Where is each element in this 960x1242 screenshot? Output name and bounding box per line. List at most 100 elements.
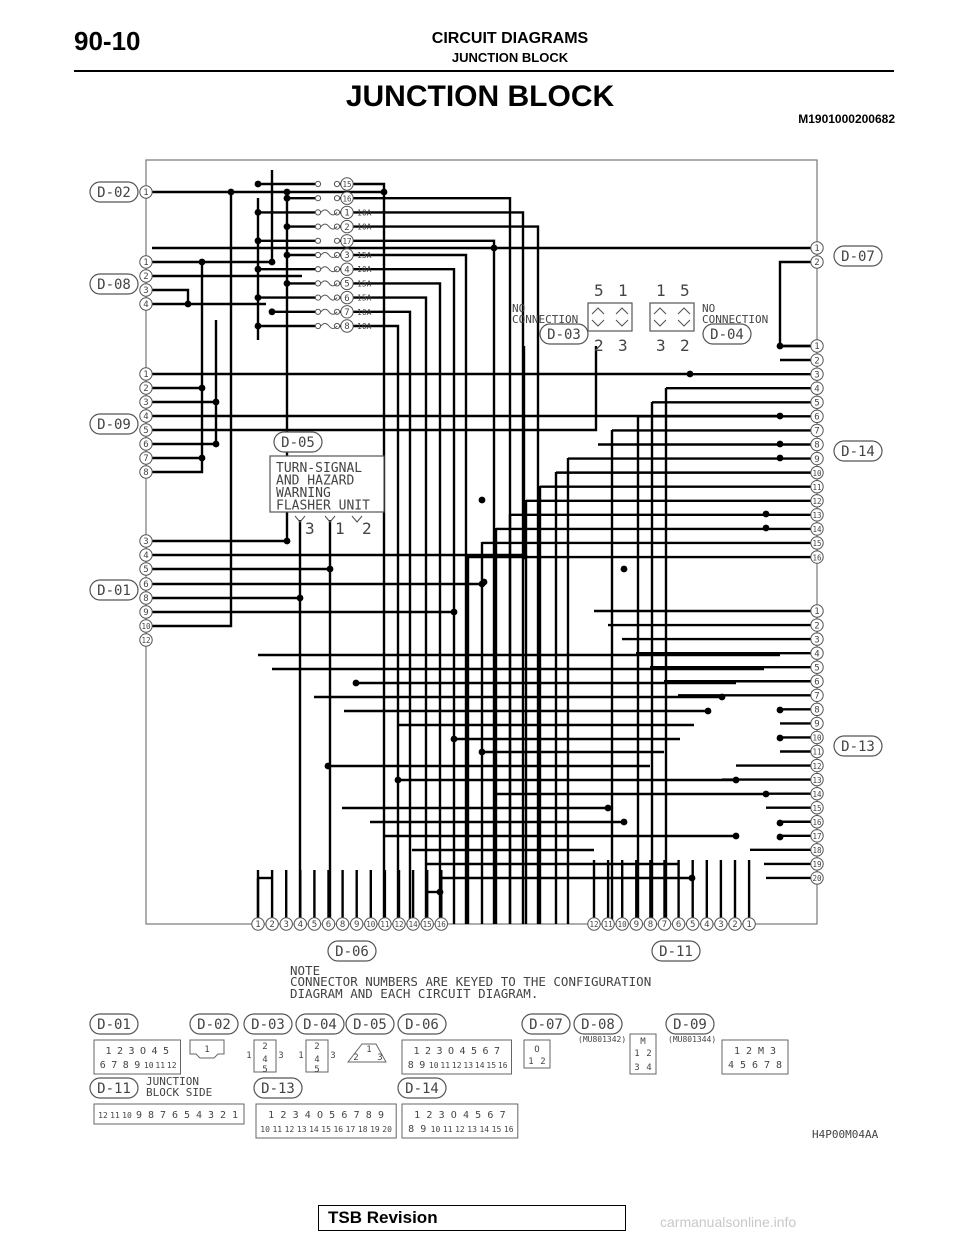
pin-d13-18-text: 18 — [812, 846, 822, 855]
junction-dot — [478, 748, 486, 756]
junction-dot — [776, 440, 784, 448]
legend-d06-pin-12: 12 — [452, 1061, 462, 1070]
pin-d13-17 — [810, 829, 824, 843]
pin-d13-5-text: 5 — [814, 663, 819, 673]
legend-d11-pill — [89, 1077, 139, 1099]
connector-d11-label: D-11 — [659, 944, 693, 960]
legend-d06-pin-5: 5 — [471, 1046, 477, 1057]
junction-dot — [283, 537, 291, 545]
wire-fuse-out-15 — [340, 182, 386, 924]
pin-d13-12-text: 12 — [812, 762, 821, 771]
legend-d07-pin-1: 1 — [528, 1057, 533, 1067]
legend-d05-pin-2: 2 — [353, 1053, 358, 1063]
legend-d01-face — [93, 1039, 181, 1075]
legend-d14-pin-13: 13 — [467, 1125, 477, 1134]
wire-d09-5 — [152, 346, 598, 432]
pin-d06-1 — [251, 917, 265, 931]
pin-d13-9 — [810, 716, 824, 731]
pin-d06-12 — [392, 917, 406, 931]
pin-d09-3 — [139, 395, 153, 409]
legend-d06-label: D-06 — [405, 1017, 439, 1033]
junction-dots — [184, 180, 784, 896]
legend-d02-pill — [189, 1013, 239, 1035]
junction-dot — [776, 454, 784, 462]
fuse-7 — [340, 305, 354, 319]
fuse-contact-8 — [314, 322, 322, 330]
legend-d07-face — [523, 1039, 551, 1069]
legend-d01-pin-8: 8 — [123, 1060, 129, 1071]
pin-d06-3-text: 3 — [283, 920, 288, 930]
pin-d13-5 — [810, 660, 824, 674]
pin-d14-4 — [810, 381, 824, 395]
legend-d01-pin-12: 12 — [167, 1061, 177, 1070]
pin-d01-12-text: 12 — [141, 636, 150, 645]
flasher-unit-line-3: WARNING — [276, 486, 331, 501]
legend-d13-pin-12: 12 — [285, 1125, 295, 1134]
pin-d14-16-text: 16 — [812, 553, 822, 562]
pin-d13-1 — [810, 604, 824, 618]
pin-d11-6 — [671, 917, 686, 931]
pin-d13-8-text: 8 — [814, 706, 819, 716]
pin-d08-4 — [139, 297, 153, 311]
pin-d14-5-text: 5 — [814, 398, 819, 408]
pin-d14-10 — [810, 465, 824, 480]
pin-d06-12-text: 12 — [394, 920, 403, 929]
legend-d04-pin-5: 5 — [314, 1065, 319, 1075]
legend-d09-pill — [665, 1013, 715, 1035]
wire-d07-2 — [778, 260, 811, 346]
connector-d08-label: D-08 — [97, 277, 131, 293]
legend-d13-pin-O: O — [317, 1110, 323, 1121]
junction-dot — [198, 454, 206, 462]
pin-d06-14 — [406, 917, 420, 931]
pin-d11-6-text: 6 — [676, 920, 681, 930]
junction-dot — [326, 565, 334, 573]
junction-dot — [254, 294, 262, 301]
legend-d13-pin-11: 11 — [272, 1125, 282, 1134]
pin-d11-11 — [601, 917, 615, 931]
section-subtitle: JUNCTION BLOCK — [451, 50, 569, 65]
fuse-5-text: 5 — [344, 280, 349, 290]
pin-d09-6-text: 6 — [143, 440, 148, 450]
legend-d14-pin-9: 9 — [420, 1124, 426, 1135]
pin-d11-10 — [615, 917, 629, 931]
pin-d13-10 — [810, 730, 824, 745]
pin-d09-2 — [139, 381, 153, 395]
legend-d13-pin-2: 2 — [280, 1110, 286, 1121]
pin-d06-16 — [434, 917, 448, 931]
connector-d05-label: D-05 — [281, 435, 315, 451]
legend-d14-pin-15: 15 — [492, 1125, 502, 1134]
pin-d14-9-text: 9 — [814, 455, 819, 465]
legend-d09-pin-8: 8 — [776, 1060, 782, 1071]
legend-d01-pin-11: 11 — [155, 1061, 165, 1070]
fuse-contact-2 — [314, 223, 322, 230]
pin-d11-2 — [728, 917, 742, 931]
junction-dot — [283, 194, 291, 202]
legend-d14-pin-5: 5 — [475, 1110, 481, 1121]
pin-d13-15-text: 15 — [812, 804, 821, 813]
pin-d01-10-text: 10 — [141, 622, 151, 631]
legend-d03-pin-1: 1 — [246, 1051, 251, 1061]
connector-d06-pill — [327, 940, 377, 962]
pin-d06-5 — [307, 917, 322, 931]
junction-dot — [198, 384, 206, 392]
legend-d14-pin-2: 2 — [426, 1110, 432, 1121]
relay-d03-pin-top-a: 5 — [594, 281, 604, 300]
section-title: CIRCUIT DIAGRAMS — [431, 30, 589, 47]
pin-d11-7-text: 7 — [662, 920, 667, 930]
pin-d14-16 — [810, 550, 824, 564]
legend-d02-pin: 1 — [204, 1045, 209, 1055]
legend-d06-pin-7: 7 — [494, 1046, 500, 1057]
fuse-contact-5 — [314, 280, 322, 287]
pin-d02-1-text: 1 — [143, 188, 148, 198]
pin-d13-7-text: 7 — [814, 692, 819, 702]
pin-d06-16-text: 16 — [437, 920, 447, 929]
legend-d04-pill — [295, 1013, 345, 1035]
legend-d14-pin-O: O — [451, 1110, 457, 1121]
flasher-pin-1: 1 — [335, 519, 345, 538]
pin-d08-3 — [139, 283, 153, 297]
legend-d03-pin-2: 2 — [262, 1042, 267, 1052]
pin-d13-10-text: 10 — [812, 734, 822, 743]
pin-d09-8-text: 8 — [143, 468, 148, 478]
